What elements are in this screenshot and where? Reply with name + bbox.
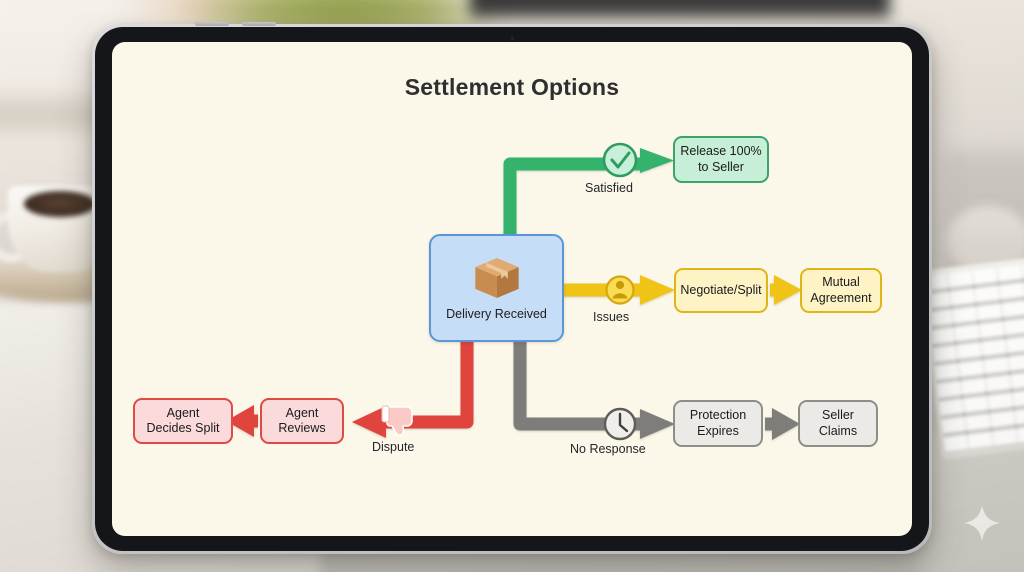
node-label: Delivery Received — [446, 307, 547, 322]
node-seller-claims[interactable]: Seller Claims — [798, 400, 878, 447]
node-agent-reviews[interactable]: Agent Reviews — [260, 398, 344, 444]
edge-label-dispute: Dispute — [372, 440, 415, 454]
flow-connectors — [226, 142, 802, 441]
node-label: Negotiate/Split — [680, 282, 762, 297]
node-label: Release 100% to Seller — [680, 144, 762, 174]
node-label: Mutual Agreement — [810, 275, 872, 305]
check-circle-icon — [602, 142, 638, 178]
edge-satisfied — [503, 148, 674, 245]
node-label: Seller Claims — [818, 408, 858, 438]
edge-negotiate-to-mutual — [770, 275, 802, 305]
edge-label-satisfied: Satisfied — [585, 181, 633, 195]
edge-label-no-response: No Response — [570, 442, 646, 456]
node-mutual-agreement[interactable]: Mutual Agreement — [800, 268, 882, 313]
edge-no-response — [513, 333, 675, 439]
monitor-blur — [470, 0, 890, 18]
edge-reviews-to-decides — [226, 405, 258, 437]
thumbs-down-icon — [381, 405, 413, 436]
node-label: Agent Decides Split — [146, 405, 220, 435]
coffee-liquid — [24, 191, 96, 217]
node-protection-expires[interactable]: Protection Expires — [673, 400, 763, 447]
clock-icon — [603, 407, 637, 441]
page-title: Settlement Options — [404, 74, 620, 100]
diagram-canvas: Settlement Options — [112, 42, 912, 536]
edge-label-issues: Issues — [593, 310, 630, 324]
node-negotiate-split[interactable]: Negotiate/Split — [674, 268, 768, 313]
package-box-icon — [474, 258, 519, 299]
node-delivery-received[interactable]: Delivery Received — [429, 234, 564, 342]
front-camera — [510, 36, 515, 41]
node-agent-decides-split[interactable]: Agent Decides Split — [133, 398, 233, 444]
tablet-screen[interactable]: Settlement Options — [112, 42, 912, 536]
sparkle-icon — [964, 505, 1000, 541]
volume-up-button[interactable] — [195, 22, 229, 26]
edge-protection-to-claims — [765, 408, 800, 440]
node-release-to-seller[interactable]: Release 100% to Seller — [673, 136, 769, 183]
node-label: Protection Expires — [689, 408, 747, 438]
node-label: Agent Reviews — [278, 405, 326, 435]
volume-down-button[interactable] — [242, 22, 276, 26]
person-icon — [605, 275, 635, 305]
